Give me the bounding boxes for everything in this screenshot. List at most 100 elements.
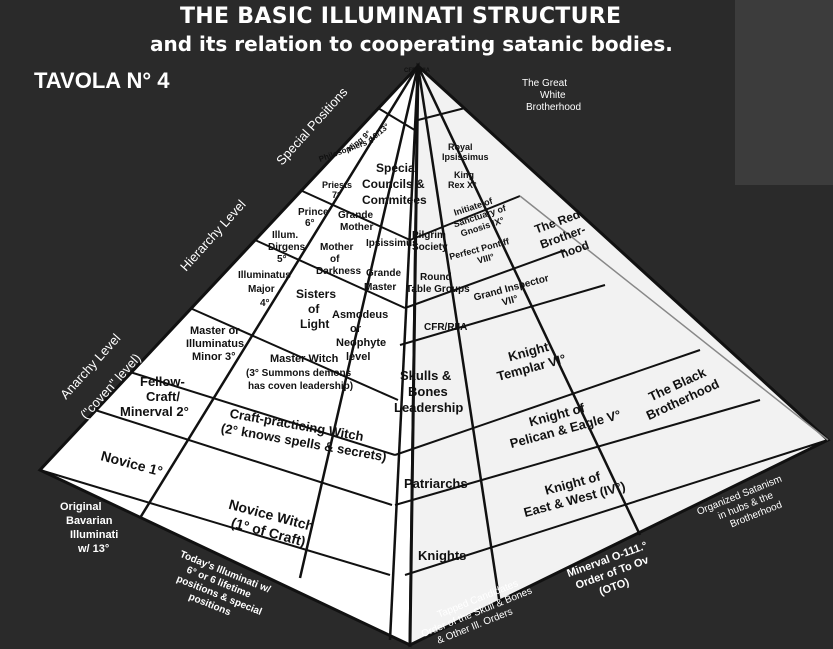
title: THE BASIC ILLUMINATI STRUCTURE — [180, 4, 622, 29]
svg-text:Darkness: Darkness — [316, 266, 361, 277]
cell-asmodeus: Asmodeus or Neophyte level — [332, 309, 388, 363]
cell-special-councils: Special Councils & Commitees — [362, 161, 427, 207]
svg-text:of: of — [308, 302, 320, 316]
cell-fellow-craft: Fellow- Craft/ Minerval 2° — [120, 374, 189, 419]
subtitle: and its relation to cooperating satanic … — [150, 32, 673, 56]
cell-patriarchs: Patriarchs — [404, 476, 468, 491]
pyramid-right-face — [408, 62, 831, 648]
svg-text:Rex X°: Rex X° — [448, 180, 477, 190]
svg-text:or: or — [350, 323, 362, 335]
svg-text:Pilgrim: Pilgrim — [412, 230, 446, 241]
svg-text:King: King — [454, 170, 474, 180]
svg-text:Prince: Prince — [298, 207, 329, 218]
svg-text:Minerval 2°: Minerval 2° — [120, 404, 189, 419]
band-line — [299, 189, 411, 241]
svg-text:Mother: Mother — [320, 242, 353, 253]
band-line — [519, 195, 829, 441]
cell-king-rex: King Rex X° — [448, 170, 477, 190]
divider — [416, 65, 502, 606]
svg-text:Bones: Bones — [408, 384, 448, 399]
cell-master-minor: Master or Illuminatus Minor 3° — [186, 325, 244, 363]
cell-sisters-light: Sisters of Light — [296, 287, 336, 331]
svg-text:White: White — [540, 90, 566, 101]
cell-initiate-sanctuary: Initiate of Sanctuary of Gnosis IX° — [452, 195, 508, 238]
svg-text:Minor 3°: Minor 3° — [192, 351, 236, 363]
cell-round-table: Round Table Groups — [406, 272, 470, 295]
svg-text:Brotherhood: Brotherhood — [526, 102, 581, 113]
svg-text:7°: 7° — [332, 190, 341, 200]
cell-master-witch: Master Witch (3° Summons demons has cove… — [246, 353, 353, 392]
band-line — [39, 469, 391, 576]
band-line — [404, 249, 566, 309]
svg-text:6°: 6° — [305, 218, 315, 229]
band-line — [394, 349, 701, 456]
cell-illum-major: Illuminatus Major 4° — [238, 270, 291, 309]
svg-text:Special: Special — [376, 161, 418, 175]
label-great-white-brotherhood: The Great White Brotherhood — [522, 78, 581, 113]
svg-text:VII°: VII° — [501, 294, 520, 309]
svg-text:Councils &: Councils & — [362, 177, 425, 191]
band-line — [377, 107, 419, 133]
svg-text:Illuminatus: Illuminatus — [186, 338, 244, 350]
cell-cfr: CFR/RIIA — [424, 322, 467, 333]
svg-text:Illuminatus: Illuminatus — [238, 270, 291, 281]
svg-text:Skulls &: Skulls & — [400, 368, 451, 383]
cell-ipsissimus: Ipsissimus — [366, 238, 418, 249]
svg-text:Illum.: Illum. — [272, 230, 298, 241]
svg-text:4°: 4° — [260, 298, 270, 309]
cell-apex: CFRIRIIA — [404, 68, 431, 74]
cell-illum-dirigens: Illum. Dirgens 5° — [268, 230, 306, 265]
cell-priests: Priests 7° — [322, 180, 352, 200]
svg-text:w/ 13°: w/ 13° — [77, 543, 109, 555]
band-line — [409, 195, 521, 241]
svg-text:Bavarian: Bavarian — [66, 515, 113, 527]
svg-text:Society: Society — [412, 242, 448, 253]
cell-grande-master: Grande Master — [364, 268, 401, 293]
svg-text:Illuminati: Illuminati — [70, 529, 118, 541]
svg-text:of: of — [330, 254, 340, 265]
svg-text:(3° Summons demons: (3° Summons demons — [246, 368, 352, 379]
cell-pilgrim-society: Pilgrim Society — [412, 230, 448, 253]
band-line — [129, 371, 396, 456]
plate-number: TAVOLA N° 4 — [34, 68, 170, 93]
svg-text:Dirgens: Dirgens — [268, 242, 306, 253]
svg-text:Grande: Grande — [338, 210, 373, 221]
svg-text:Priests: Priests — [322, 180, 352, 190]
svg-text:Asmodeus: Asmodeus — [332, 309, 388, 321]
svg-text:Leadership: Leadership — [394, 400, 463, 415]
band-line — [189, 307, 399, 401]
band-line — [254, 239, 406, 309]
corner-shade — [735, 0, 833, 185]
divider — [416, 65, 642, 536]
svg-text:has coven leadership): has coven leadership) — [248, 381, 353, 392]
band-line — [404, 439, 829, 576]
svg-text:Royal: Royal — [448, 142, 473, 152]
svg-text:Ipsissimus: Ipsissimus — [442, 152, 489, 162]
cell-skulls-bones: Skulls & Bones Leadership — [394, 368, 463, 415]
svg-text:Original: Original — [60, 501, 102, 513]
svg-text:Table Groups: Table Groups — [406, 284, 470, 295]
svg-text:5°: 5° — [277, 254, 287, 265]
label-original-bavarian: Original Bavarian Illuminati w/ 13° — [60, 501, 118, 555]
divider — [138, 65, 420, 519]
svg-text:Neophyte: Neophyte — [336, 337, 386, 349]
band-line — [94, 409, 393, 506]
svg-text:The Great: The Great — [522, 78, 567, 89]
svg-text:Master Witch: Master Witch — [270, 353, 339, 365]
cell-prince: Prince 6° — [298, 207, 329, 229]
band-line — [417, 107, 466, 121]
svg-text:level: level — [346, 351, 370, 363]
svg-text:Master or: Master or — [190, 325, 240, 337]
svg-text:Sisters: Sisters — [296, 287, 336, 301]
svg-text:Commitees: Commitees — [362, 193, 427, 207]
cell-royal-ipsissimus: Royal Ipsissimus — [442, 142, 489, 162]
band-line — [394, 399, 761, 506]
cell-mother-darkness: Mother of Darkness — [316, 242, 361, 277]
divider — [388, 65, 420, 641]
svg-text:Round: Round — [420, 272, 452, 283]
band-line — [399, 284, 606, 346]
svg-text:Craft/: Craft/ — [146, 389, 180, 404]
svg-text:Grande: Grande — [366, 268, 401, 279]
